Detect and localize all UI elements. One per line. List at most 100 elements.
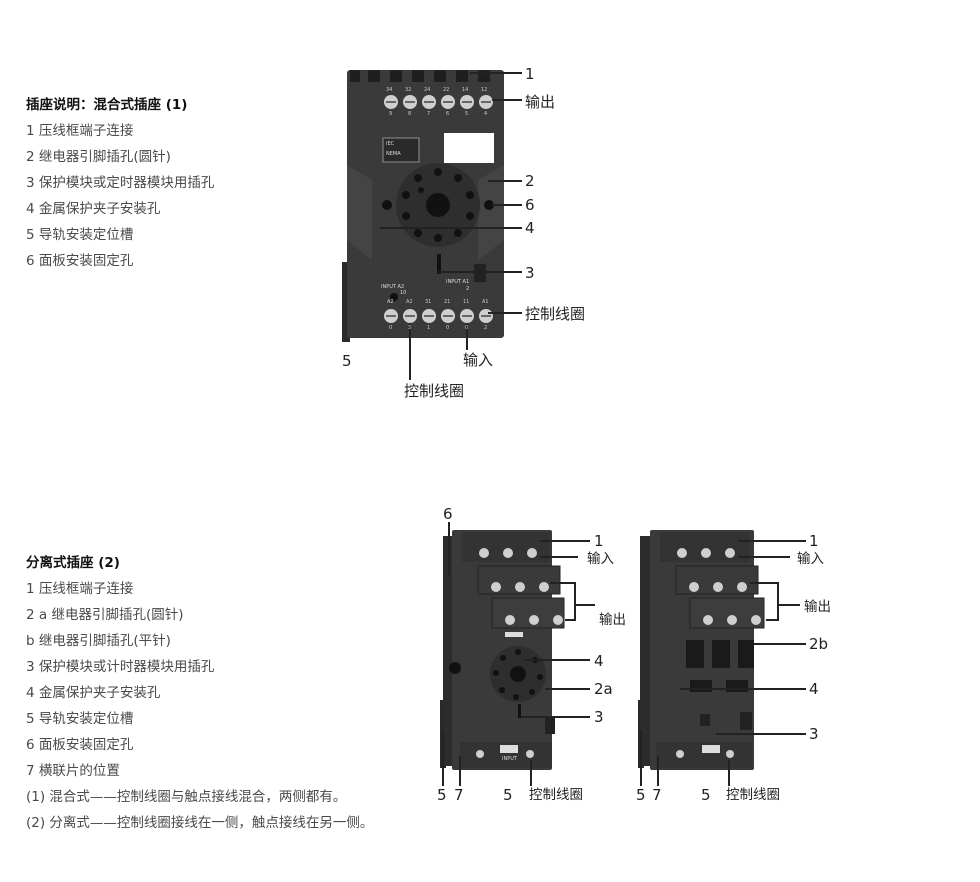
terminal-number: 3: [408, 325, 412, 331]
terminal-number: 8: [408, 111, 412, 117]
rail-clip: [342, 262, 350, 342]
callout-2a: 2a: [594, 680, 613, 698]
list-item: 1 压线框端子连接: [26, 581, 134, 597]
list-item: (1) 混合式——控制线圈与触点接线混合，两侧都有。: [26, 789, 347, 805]
callout-4: 4: [525, 219, 535, 237]
callout-output: 输出: [599, 612, 626, 628]
terminal-label: 21: [444, 299, 451, 305]
terminal-number: 0: [465, 325, 469, 331]
list-item: 6 面板安装固定孔: [26, 253, 134, 269]
terminal-label: A2: [406, 299, 413, 305]
callout-5: 5: [503, 786, 513, 804]
callout-4: 4: [809, 680, 819, 698]
section2-title: 分离式插座 (2): [26, 555, 120, 571]
terminal-number: 2: [484, 325, 488, 331]
callout-2b: 2b: [809, 635, 829, 653]
terminal-number: 5: [465, 111, 469, 117]
input-a2-label: INPUT A2: [381, 284, 405, 290]
nema-label: NEMA: [386, 151, 401, 157]
callout-input: 输入: [463, 351, 494, 369]
terminal-number: 0: [446, 325, 450, 331]
terminal-label: 22: [443, 87, 450, 93]
terminal-number: 4: [484, 111, 488, 117]
callout-coil-right: 控制线圈: [525, 305, 586, 323]
center-hole: [426, 193, 450, 217]
callout-3: 3: [525, 264, 535, 282]
pin-holes-round: [402, 168, 474, 242]
callout-output: 输出: [804, 599, 831, 615]
callout-7: 7: [652, 786, 662, 804]
terminal-label: 34: [386, 87, 393, 93]
terminal-number: 1: [427, 325, 431, 331]
callout-7: 7: [454, 786, 464, 804]
terminal-number: 6: [446, 111, 450, 117]
callout-4: 4: [594, 652, 604, 670]
module-slot: [437, 254, 441, 274]
terminal-label: 12: [481, 87, 488, 93]
list-item: 4 金属保护夹子安装孔: [26, 201, 161, 217]
callout-coil-bottom: 控制线圈: [404, 382, 465, 400]
list-item: 2 a 继电器引脚插孔(圆针): [26, 607, 184, 623]
list-item: 3 保护模块或计时器模块用插孔: [26, 659, 215, 675]
mounting-hole: [382, 200, 392, 210]
terminal-number: 7: [427, 111, 431, 117]
callout-6: 6: [525, 196, 535, 214]
callout-1: 1: [525, 65, 535, 83]
separate-socket-round-pin: [440, 530, 565, 770]
input-a1-number: 2: [466, 286, 470, 292]
terminal-label: A1: [482, 299, 489, 305]
body-shoulder: [478, 165, 504, 260]
callout-coil: 控制线圈: [529, 787, 583, 803]
input-a2-hole: [390, 293, 398, 301]
list-item: 1 压线框端子连接: [26, 123, 134, 139]
section1-title: 插座说明：混合式插座 (1): [26, 97, 188, 113]
callout-5: 5: [701, 786, 711, 804]
callout-1: 1: [809, 532, 819, 550]
list-item: (2) 分离式——控制线圈接线在一侧，触点接线在另一侧。: [26, 815, 374, 831]
mounting-hole: [484, 200, 494, 210]
separate-socket-flat-pin: [638, 530, 765, 770]
leader-lines: [442, 522, 595, 786]
leader-lines: [380, 72, 522, 380]
callout-coil: 控制线圈: [726, 787, 780, 803]
bottom-terminal-row: [384, 309, 493, 323]
terminal-label: A2: [387, 299, 394, 305]
callout-5: 5: [437, 786, 447, 804]
list-item: 6 面板安装固定孔: [26, 737, 134, 753]
input-plate-text: INPUT: [502, 756, 517, 762]
body-shoulder: [347, 165, 372, 260]
list-item: 2 继电器引脚插孔(圆针): [26, 149, 171, 165]
callout-input: 输入: [587, 551, 614, 567]
list-item: 3 保护模块或定时器模块用插孔: [26, 175, 215, 191]
terminal-label: 31: [425, 299, 432, 305]
list-item: 5 导轨安装定位槽: [26, 227, 134, 243]
terminal-label: 24: [424, 87, 431, 93]
list-item: 4 金属保护夹子安装孔: [26, 685, 161, 701]
terminal-label: 11: [463, 299, 470, 305]
input-a1-label: INPUT A1: [446, 279, 470, 285]
callout-3: 3: [594, 708, 604, 726]
terminal-label: 32: [405, 87, 412, 93]
top-terminal-row: [384, 95, 493, 109]
callout-output: 输出: [525, 93, 556, 111]
callout-5: 5: [342, 352, 352, 370]
marking-label-white: [444, 133, 494, 163]
callout-6: 6: [443, 505, 453, 523]
terminal-label: 14: [462, 87, 469, 93]
terminal-number: 0: [389, 325, 393, 331]
list-item: 5 导轨安装定位槽: [26, 711, 134, 727]
callout-3: 3: [809, 725, 819, 743]
list-item: 7 横联片的位置: [26, 763, 120, 779]
terminal-number: 9: [389, 111, 393, 117]
leader-lines: [640, 540, 806, 786]
list-item: b 继电器引脚插孔(平针): [26, 633, 171, 649]
callout-5: 5: [636, 786, 646, 804]
input-a2-number: 10: [400, 290, 407, 296]
callout-2: 2: [525, 172, 535, 190]
callout-input: 输入: [797, 551, 824, 567]
iec-nema-plate: [382, 137, 420, 163]
callout-1: 1: [594, 532, 604, 550]
iec-label: IEC: [386, 141, 395, 147]
